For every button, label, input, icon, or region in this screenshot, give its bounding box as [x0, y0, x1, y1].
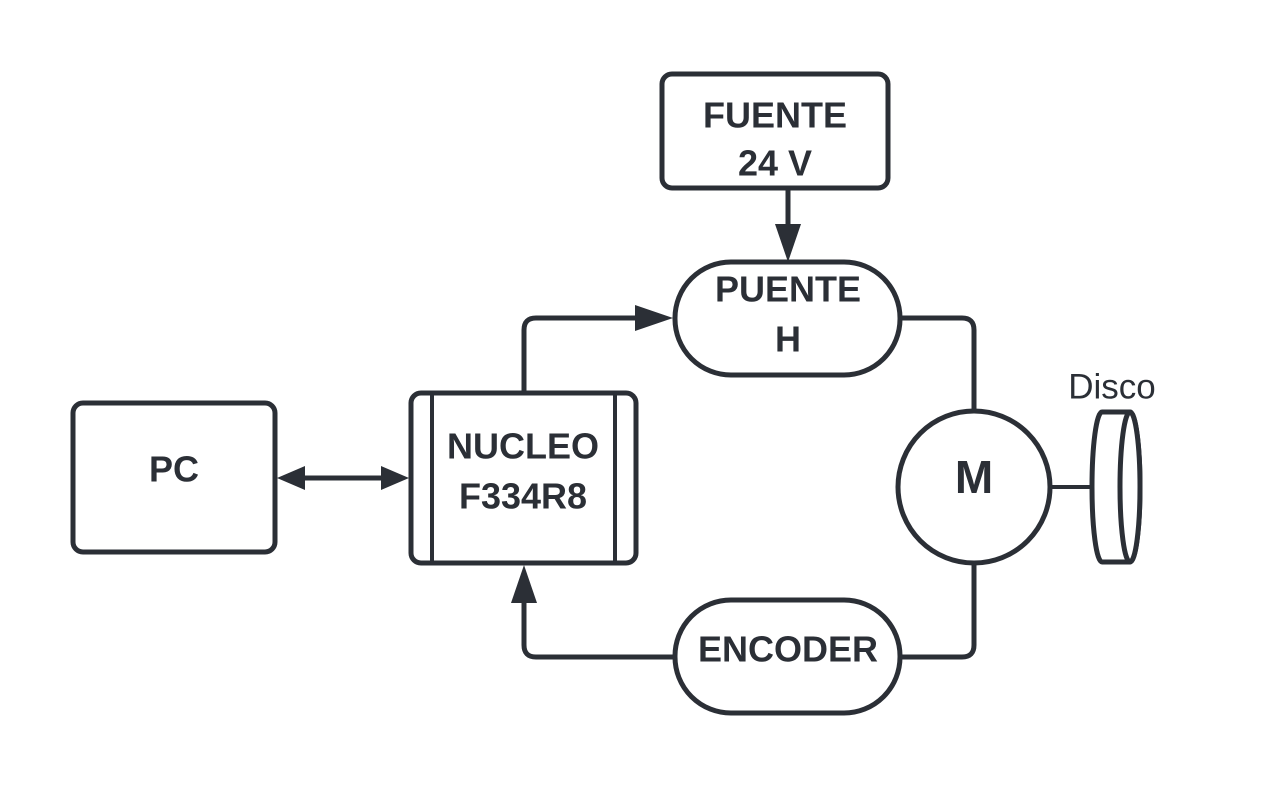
- fuente-label-line2: 24 V: [738, 143, 812, 184]
- puente-label-line1: PUENTE: [715, 269, 861, 310]
- pc-label: PC: [149, 449, 199, 490]
- arrowhead-down-icon: [775, 224, 801, 262]
- node-puente-h: PUENTE H: [672, 259, 903, 378]
- disco-label: Disco: [1068, 367, 1156, 406]
- arrowhead-up-icon: [511, 565, 537, 603]
- arrowhead-right-icon: [381, 466, 409, 490]
- encoder-label: ENCODER: [698, 629, 878, 670]
- connector-pc-nucleo: [277, 466, 409, 490]
- arrowhead-left-icon: [277, 466, 305, 490]
- arrowhead-right-icon: [635, 305, 673, 331]
- node-motor: M: [895, 408, 1053, 566]
- fuente-label-line1: FUENTE: [703, 95, 847, 136]
- nucleo-label-line2: F334R8: [459, 476, 587, 517]
- nucleo-label-line1: NUCLEO: [447, 426, 599, 467]
- node-fuente: FUENTE 24 V: [659, 71, 891, 191]
- connector-nucleo-puente: [521, 305, 673, 396]
- node-nucleo: NUCLEO F334R8: [408, 390, 639, 566]
- connector-fuente-puente: [775, 185, 801, 262]
- node-pc: PC: [70, 400, 278, 555]
- motor-label: M: [955, 451, 993, 503]
- connector-puente-motor: [897, 315, 977, 413]
- connector-encoder-nucleo: [511, 565, 678, 660]
- node-encoder: ENCODER: [672, 597, 903, 716]
- puente-label-line2: H: [775, 319, 801, 360]
- connector-motor-encoder: [897, 560, 977, 660]
- node-disco: Disco: [1068, 367, 1156, 565]
